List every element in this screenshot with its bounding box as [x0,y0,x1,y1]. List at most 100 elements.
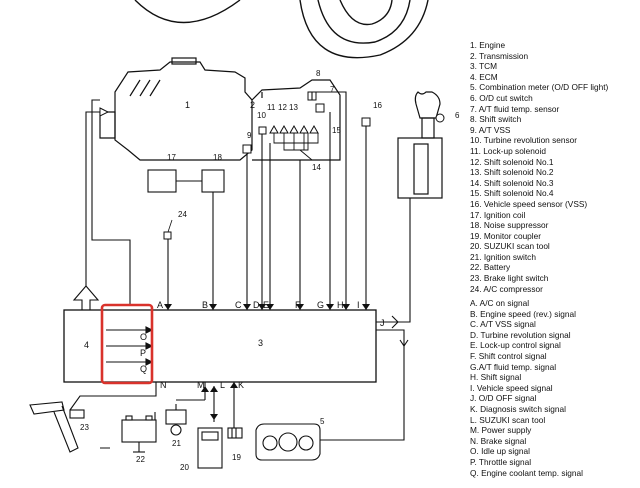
label-14: 14 [312,163,321,172]
signal-item: A. A/C on signal [470,298,530,308]
label-22: 22 [136,455,145,464]
brake-pedal [29,401,85,453]
scan-tool-down-arrow [210,414,218,420]
signal-item: D. Turbine revolution signal [470,329,571,340]
legend-item: 3. TCM [470,61,498,72]
legend-item: 20. SUZUKI scan tool [470,241,550,252]
signal-item: G.A/T fluid temp. signal [470,361,557,372]
label-21: 21 [172,439,181,448]
signal-item: O. Idle up signal [470,446,530,457]
label-7: 7 [330,85,335,94]
battery [121,415,157,453]
label-15: 15 [332,126,341,135]
label-16: 16 [373,101,382,110]
shift-solenoid-3 [299,124,309,134]
engine-input-arrow [99,107,110,117]
legend-item: 19. Monitor coupler [470,230,542,241]
shift-solenoid-4 [309,124,319,134]
transmission-sensors [242,91,325,154]
signal-item: I. Vehicle speed signal [470,382,553,393]
turbine-sensor [258,126,267,135]
legend-item: 12. Shift solenoid No.1 [470,156,554,167]
scan-tool [197,427,223,469]
svg-text:B: B [202,300,208,310]
legend-item: 14. Shift solenoid No.3 [470,177,554,188]
legend-item: 24. A/C compressor [470,283,543,294]
svg-text:N: N [160,380,167,390]
lockup-solenoid [269,124,279,134]
ignition-coil [147,169,177,193]
legend-item: 21. Ignition switch [470,251,536,262]
label-23: 23 [80,423,89,432]
signal-item: H. Shift signal [470,372,522,383]
legend-item: 5. Combination meter (O/D OFF light) [470,82,609,93]
ignition-switch [165,409,187,436]
label-12: 12 [278,103,287,112]
legend-item: 13. Shift solenoid No.2 [470,167,554,178]
power-supply-arrow [201,386,209,392]
label-24: 24 [178,210,187,219]
shift-solenoid-2 [289,124,299,134]
signal-q: Q [140,364,147,374]
arrowheads [164,304,370,310]
signal-item: M. Power supply [470,425,532,436]
svg-text:A: A [157,300,163,310]
combination-meter [255,423,321,461]
signal-legend: A. A/C on signal B. Engine speed (rev.) … [470,298,583,478]
signal-item: E. Lock-up control signal [470,340,561,351]
signal-item: K. Diagnosis switch signal [470,403,566,414]
wheel-illustration [134,0,429,59]
legend-item: 4. ECM [470,71,498,82]
highlight-box [100,303,154,385]
legend-item: 17. Ignition coil [470,209,526,220]
label-9: 9 [247,131,252,140]
legend-item: 1. Engine [470,40,506,50]
label-19: 19 [232,453,241,462]
transmission [251,79,341,161]
signal-o: O [140,332,147,342]
signal-item: J. O/D OFF signal [470,393,537,404]
component-legend: 1. Engine 2. Transmission 3. TCM 4. ECM … [470,40,608,294]
legend-item: 6. O/D cut switch [470,92,533,103]
ecm-engine-line [85,111,100,286]
svg-text:J: J [380,318,385,328]
label-18: 18 [213,153,222,162]
label-17: 17 [167,153,176,162]
svg-text:L: L [220,380,225,390]
signal-item: Q. Engine coolant temp. signal [470,467,583,478]
signal-item: F. Shift control signal [470,350,547,361]
bus-letters-top: A B C D E F G H I J [157,300,385,328]
engine-number: 1 [185,100,190,110]
label-6: 6 [455,111,460,120]
legend-item: 16. Vehicle speed sensor (VSS) [470,198,588,209]
ecm-to-engine-arrow [72,285,100,311]
signal-p: P [140,348,146,358]
legend-item: 2. Transmission [470,50,529,61]
signal-item: C. A/T VSS signal [470,319,536,330]
scan-tool-up-arrow [210,386,218,392]
signal-item: L. SUZUKI scan tool [470,414,546,425]
label-13: 13 [289,103,298,112]
solenoid-wiring [273,133,319,161]
ecm-label: 4 [84,340,89,350]
legend-item: 9. A/T VSS [470,124,511,135]
at-vss-sensor [242,144,252,154]
legend-item: 22. Battery [470,262,511,273]
signal-item: B. Engine speed (rev.) signal [470,308,576,319]
label-10: 10 [257,111,266,120]
ac-compressor [163,231,172,240]
legend-item: 8. Shift switch [470,114,522,125]
svg-text:F: F [295,300,301,310]
monitor-coupler [227,427,243,439]
legend-item: 18. Noise suppressor [470,220,549,231]
noise-suppressor [201,169,225,193]
bus-letters-bottom: N M L K [160,380,244,390]
svg-text:M: M [197,380,205,390]
signal-item: N. Brake signal [470,435,527,446]
svg-text:I: I [357,300,360,310]
svg-text:H: H [337,300,344,310]
svg-text:C: C [235,300,242,310]
diagnosis-arrow [230,382,238,388]
svg-text:G: G [317,300,324,310]
